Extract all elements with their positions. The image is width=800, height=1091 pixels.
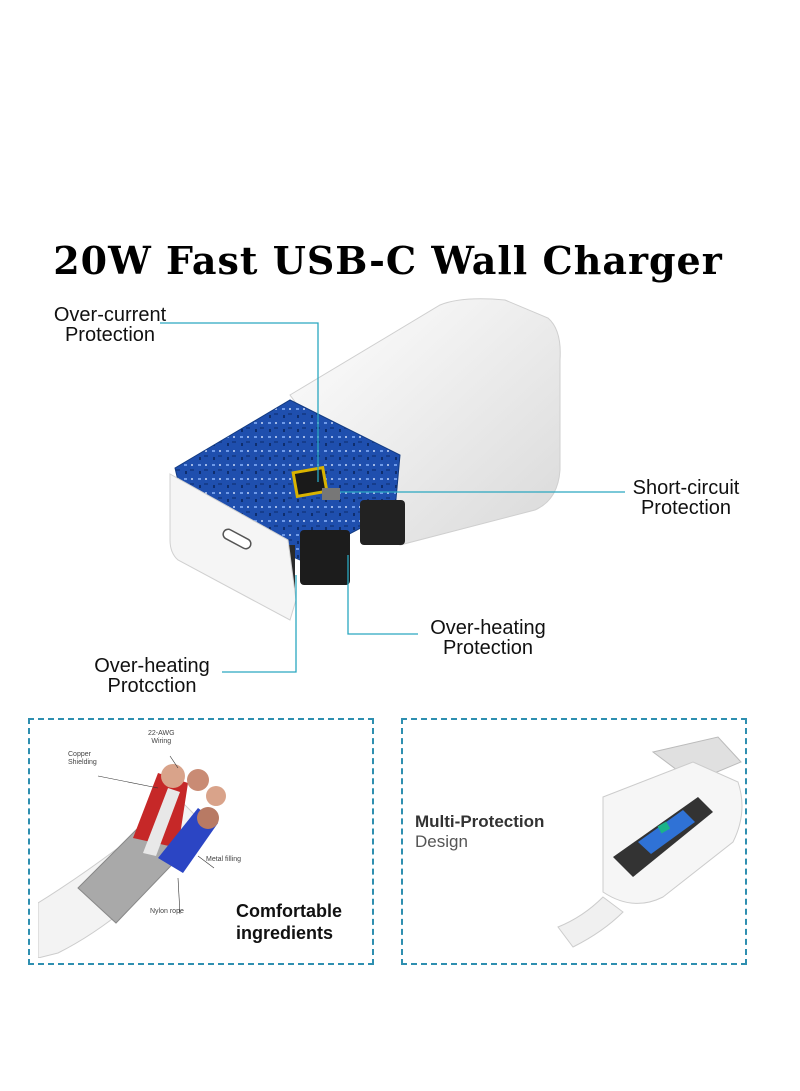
- over-current-callout: Over-current Protection: [53, 304, 167, 346]
- over-heating-callout-right: Over-heating Protection: [430, 617, 546, 659]
- charger-front-face: [169, 473, 297, 621]
- multi-protection-subtitle: Design: [415, 832, 468, 851]
- charger-illustration: [160, 298, 625, 673]
- page-title: 20W Fast USB-C Wall Charger: [53, 238, 723, 283]
- short-circuit-callout: Short-circuit Protection: [632, 477, 740, 519]
- cable-construction-panel: Copper Shielding 22-AWG Wiring Metal fil…: [28, 718, 374, 965]
- chip-icon: [291, 465, 329, 499]
- multi-protection-title: Multi-Protection: [415, 812, 545, 831]
- multi-protection-panel: Multi-Protection Design: [401, 718, 747, 965]
- comfortable-ingredients-caption: Comfortable ingredients: [236, 901, 343, 943]
- copper-shielding-label: Copper Shielding: [68, 751, 97, 766]
- lightning-connector-image: [557, 736, 743, 948]
- over-heating-callout-left: Over-heating Protcction: [94, 655, 210, 697]
- awg-wiring-label: 22-AWG Wiring: [148, 730, 175, 745]
- usb-c-port-icon: [222, 528, 252, 550]
- cable-cross-section-image: [38, 755, 226, 958]
- leader-lines: [160, 322, 625, 673]
- metal-filling-label: Metal filling: [206, 856, 242, 863]
- nylon-rope-label: Nylon rope: [150, 908, 184, 915]
